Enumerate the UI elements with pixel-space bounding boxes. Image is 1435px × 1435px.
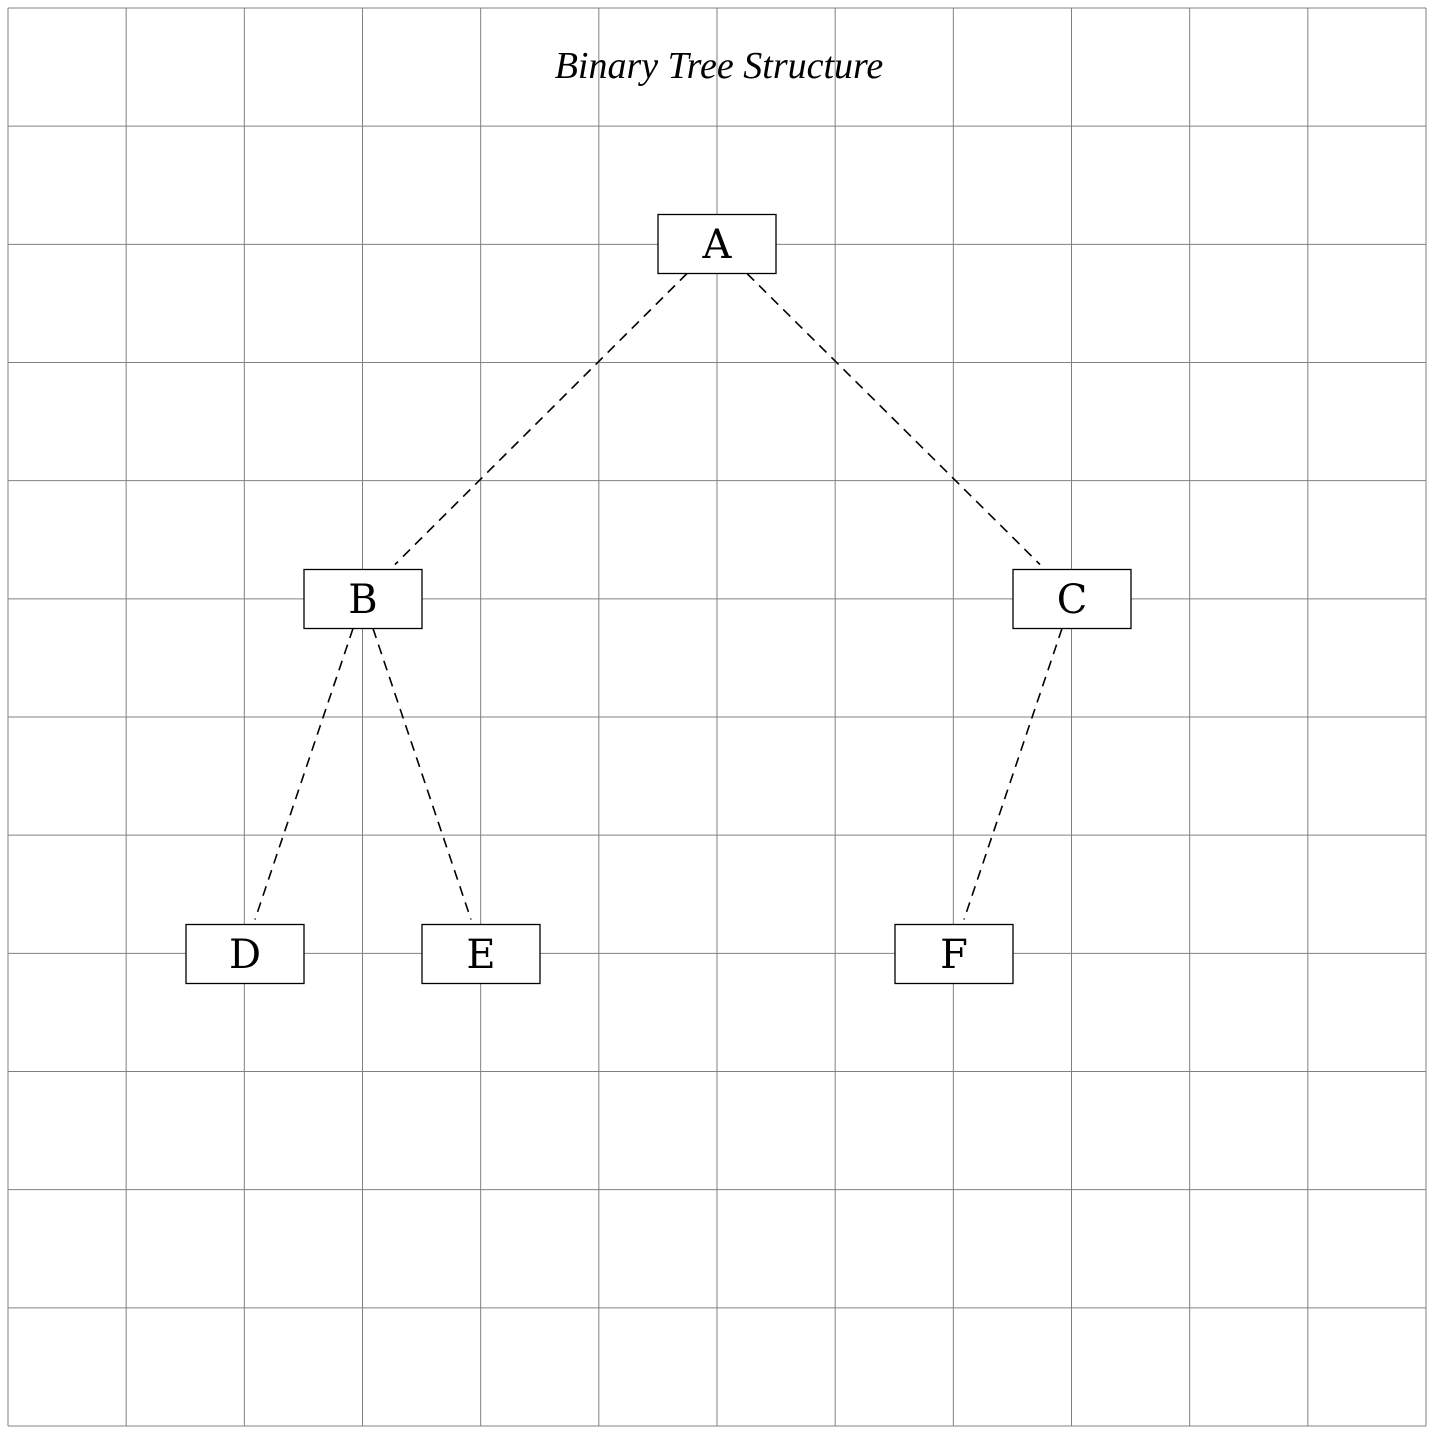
diagram-title: Binary Tree Structure [555, 45, 884, 87]
node-label: B [348, 577, 377, 623]
node-label: C [1057, 577, 1088, 623]
tree-node-c: C [1012, 568, 1132, 630]
tree-node-a: A [657, 213, 777, 275]
node-box [185, 923, 305, 985]
node-label: F [940, 932, 968, 978]
edge-b-d [254, 628, 354, 920]
edge-b-e [372, 628, 472, 920]
node-label: E [466, 932, 495, 978]
tree-node-e: E [421, 923, 541, 985]
tree-nodes: A B C D E F [185, 213, 1132, 985]
node-box [421, 923, 541, 985]
tree-node-f: F [894, 923, 1014, 985]
node-box [303, 568, 423, 630]
background-grid [7, 7, 1427, 1427]
edge-a-c [746, 272, 1041, 566]
edge-c-f [963, 628, 1063, 920]
tree-edges [254, 272, 1063, 920]
node-label: A [702, 222, 733, 268]
tree-node-b: B [303, 568, 423, 630]
node-box [894, 923, 1014, 985]
node-box [1012, 568, 1132, 630]
tree-node-d: D [185, 923, 305, 985]
node-label: D [229, 932, 261, 978]
node-box [657, 213, 777, 275]
edge-a-b [394, 272, 688, 566]
